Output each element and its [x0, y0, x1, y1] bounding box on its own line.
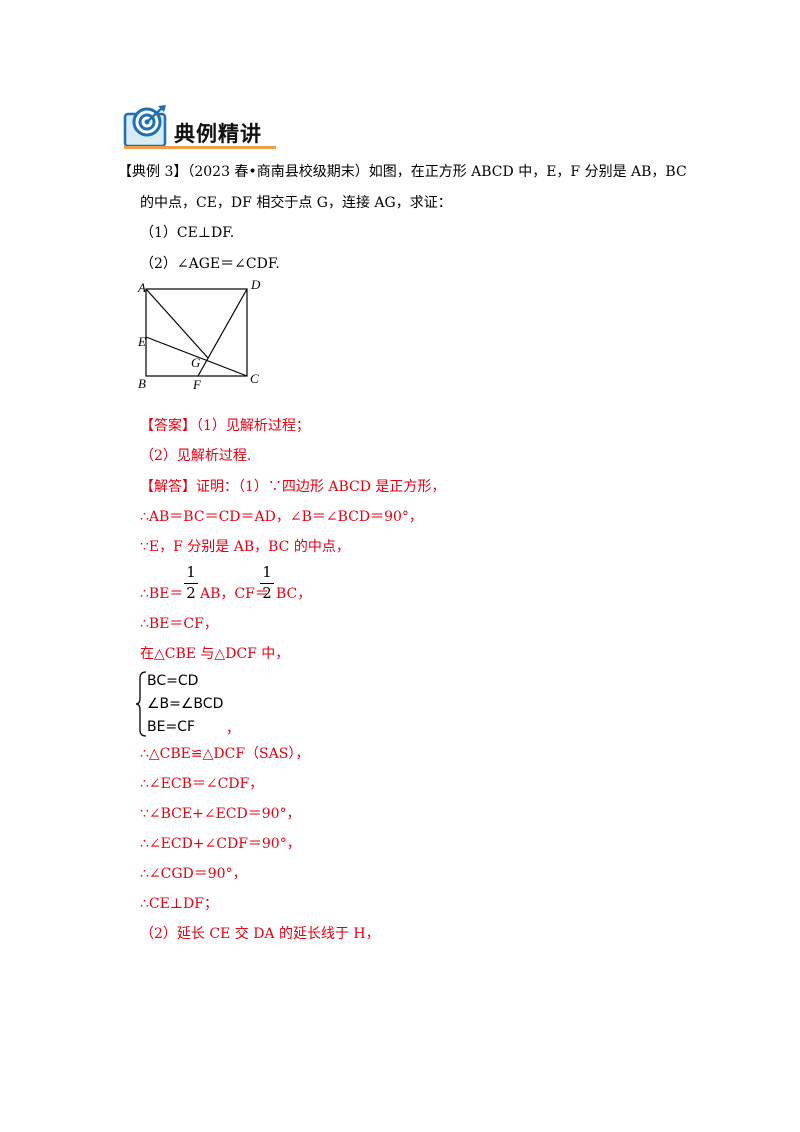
system-eq-1: BC=CD: [147, 673, 199, 689]
problem-line-1: 【典例 3】（2023 春•商南县校级期末）如图，在正方形 ABCD 中，E，F…: [118, 164, 687, 180]
label-e: E: [137, 334, 146, 349]
label-d: D: [250, 277, 261, 292]
label-f: F: [192, 377, 202, 392]
square-figure: A D E G B F C: [137, 277, 261, 392]
solution-line-4b: AB，CF＝: [200, 586, 269, 602]
question-1: （1）CE⊥DF.: [140, 225, 235, 241]
segment-df: [197, 288, 248, 377]
answer-line-2: （2）见解析过程.: [140, 448, 252, 464]
segment-ce: [145, 336, 248, 377]
system-eq-2: ∠B=∠BCD: [147, 696, 224, 712]
label-b: B: [138, 376, 146, 391]
solution-line-12: ∴CE⊥DF；: [140, 896, 218, 912]
solution-line-7: ∴△CBE≌△DCF（SAS），: [140, 746, 310, 762]
left-brace: [136, 671, 147, 737]
heading-underline: [124, 146, 276, 149]
segment-ag: [145, 288, 209, 359]
answer-line-1: 【答案】（1）见解析过程；: [140, 418, 310, 434]
section-heading: 典例精讲: [122, 104, 276, 149]
question-2: （2）∠AGE＝∠CDF.: [140, 256, 280, 272]
heading-title: 典例精讲: [174, 122, 262, 146]
solution-line-10: ∴∠ECD+∠CDF＝90°，: [140, 836, 301, 852]
label-a: A: [137, 280, 146, 295]
solution-line-9: ∵∠BCE+∠ECD＝90°，: [140, 806, 301, 822]
fraction-2-numerator: 1: [262, 563, 272, 581]
solution-line-8: ∴∠ECB＝∠CDF，: [140, 776, 264, 792]
solution-line-4c: BC，: [276, 586, 312, 602]
fraction-2-bar: [260, 583, 274, 585]
label-g: G: [191, 355, 201, 370]
system-eq-3: BE=CF: [147, 719, 196, 735]
solution-line-4a: ∴BE＝: [140, 586, 184, 602]
system-comma: ，: [226, 721, 240, 737]
fraction-2-denominator: 2: [262, 584, 272, 602]
target-icon: [123, 105, 167, 148]
solution-line-3: ∵E，F 分别是 AB，BC 的中点，: [140, 539, 350, 555]
solution-line-13: （2）延长 CE 交 DA 的延长线于 H，: [140, 926, 380, 942]
label-c: C: [250, 371, 259, 386]
fraction-1-denominator: 2: [186, 584, 196, 602]
solution-line-11: ∴∠CGD＝90°，: [140, 866, 247, 882]
fraction-1-numerator: 1: [186, 563, 196, 581]
solution-line-1: 【解答】证明：（1）∵四边形 ABCD 是正方形，: [140, 479, 446, 495]
square-abcd: [145, 288, 248, 377]
fraction-1-bar: [184, 583, 198, 585]
solution-line-2: ∴AB＝BC＝CD＝AD，∠B＝∠BCD＝90°，: [140, 509, 423, 525]
solution-line-5: ∴BE＝CF，: [140, 616, 218, 632]
solution-line-6: 在△CBE 与△DCF 中，: [140, 646, 290, 662]
problem-line-2: 的中点，CE，DF 相交于点 G，连接 AG，求证：: [140, 195, 452, 211]
